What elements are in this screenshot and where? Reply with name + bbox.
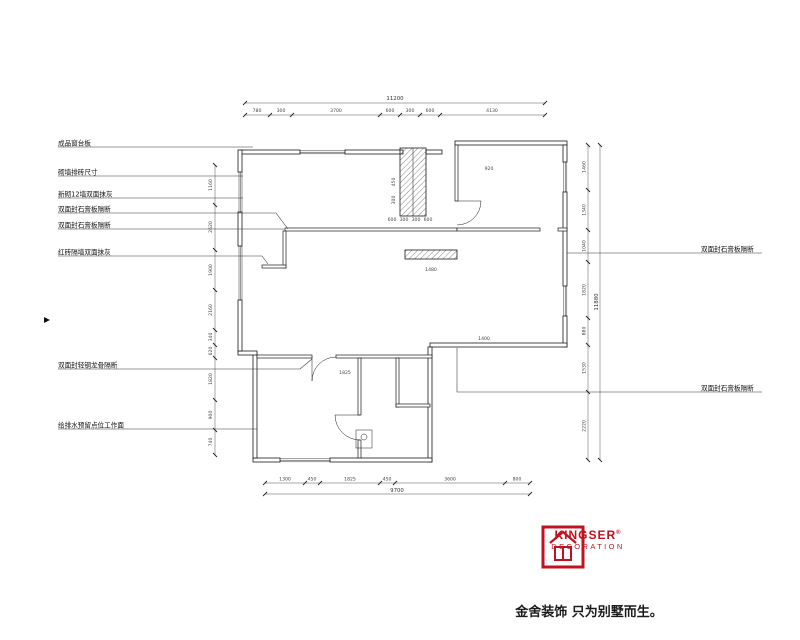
- dim-text: 740: [208, 438, 214, 447]
- interior-walls: [256, 144, 568, 459]
- beam-hatch: [404, 249, 458, 260]
- dim-text: 1820: [208, 373, 214, 385]
- dimension-lines: [214, 102, 601, 495]
- annotation-label: 红砖隔墙双面抹灰: [58, 248, 111, 257]
- dim-text: 1480: [425, 267, 437, 273]
- dim-text: 600: [426, 108, 435, 114]
- dim-text: 620: [208, 347, 214, 356]
- dim-text: 2220: [582, 420, 588, 432]
- dim-text: 1900: [208, 264, 214, 276]
- dim-text: 300: [406, 108, 415, 114]
- dim-text: 800: [513, 477, 522, 483]
- kingser-seal-icon: [541, 525, 585, 569]
- flue-shaft-hatch: [399, 147, 427, 217]
- dim-text: 300: [277, 108, 286, 114]
- dim-right-total: 11880: [594, 293, 600, 311]
- annotation-label: 砌墙排砖尺寸: [58, 168, 98, 177]
- annotation-labels-left: 成品窗台板 砌墙排砖尺寸 新砌12墙双面抹灰 双面封石膏板隔断 双面封石膏板隔断…: [58, 139, 124, 430]
- fixture-symbol: [355, 429, 373, 449]
- dim-text: 1160: [208, 179, 214, 191]
- dim-text: 1530: [582, 362, 588, 374]
- annotation-label: 双面封石膏板隔断: [701, 384, 754, 393]
- dim-text: 450: [391, 178, 397, 187]
- dim-text: 1825: [344, 477, 356, 483]
- door-symbols: [311, 200, 482, 441]
- inner-dimension-texts: 600 300 300 600 1480 1400 1825 920 450 3…: [339, 166, 493, 376]
- dim-text: 1460: [582, 161, 588, 173]
- dim-text: 1300: [279, 477, 291, 483]
- dim-text: 340: [208, 333, 214, 342]
- annotation-labels-right: 双面封石膏板隔断 双面封石膏板隔断: [701, 245, 754, 393]
- brand-subtitle: DECORATION: [551, 542, 625, 552]
- dim-text: 4130: [486, 108, 498, 114]
- dim-text: 2160: [208, 304, 214, 316]
- dim-text: 3700: [330, 108, 342, 114]
- bottom-dimension-texts: 1300 450 1825 450 3600 800 9700: [279, 477, 521, 495]
- right-dimension-texts: 1460 1340 1040 1820 880 1530 2220 11880: [582, 161, 601, 432]
- annotation-label: 成品窗台板: [58, 139, 91, 148]
- leader-lines: [58, 146, 762, 430]
- left-dimension-texts: 1160 2620 1900 2160 340 620 1820 900 740: [208, 179, 214, 446]
- dim-text: 1040: [582, 240, 588, 252]
- dim-text: 920: [485, 166, 494, 172]
- dim-text: 3600: [444, 477, 456, 483]
- registered-mark: ®: [616, 530, 622, 536]
- dim-text: 1820: [582, 284, 588, 296]
- dim-text: 1340: [582, 204, 588, 216]
- dim-text: 780: [253, 108, 262, 114]
- dim-text: 300: [400, 217, 409, 223]
- dimension-ticks: [212, 100, 603, 497]
- dim-text: 2620: [208, 221, 214, 233]
- brand-slogan: 金舍装饰 只为别墅而生。: [515, 605, 663, 620]
- dim-text: 900: [208, 411, 214, 420]
- annotation-label: 双面封石膏板隔断: [701, 245, 754, 254]
- top-dimension-texts: 11200 780 300 3700 600 300 600 4130: [253, 96, 498, 114]
- registration-mark: [44, 317, 50, 323]
- dim-text: 300: [391, 196, 397, 205]
- annotation-label: 双面封石膏板隔断: [58, 205, 111, 214]
- dim-bottom-total: 9700: [390, 488, 404, 494]
- dim-text: 880: [582, 327, 588, 336]
- window-symbols: [238, 150, 568, 463]
- dim-text: 450: [308, 477, 317, 483]
- dim-text: 450: [383, 477, 392, 483]
- dim-text: 1825: [339, 370, 351, 376]
- dim-text: 1400: [478, 336, 490, 342]
- annotation-label: 双面封石膏板隔断: [58, 221, 111, 230]
- brand-block: KINGSER® DECORATION: [540, 524, 636, 569]
- dim-top-total: 11200: [386, 96, 404, 102]
- annotation-label: 新砌12墙双面抹灰: [58, 190, 113, 199]
- dim-text: 300: [412, 217, 421, 223]
- dim-text: 600: [388, 217, 397, 223]
- annotation-label: 给排水预留点位工作面: [58, 421, 124, 430]
- dim-text: 600: [424, 217, 433, 223]
- annotation-label: 双面封轻钢龙骨隔断: [58, 361, 118, 370]
- dim-text: 600: [386, 108, 395, 114]
